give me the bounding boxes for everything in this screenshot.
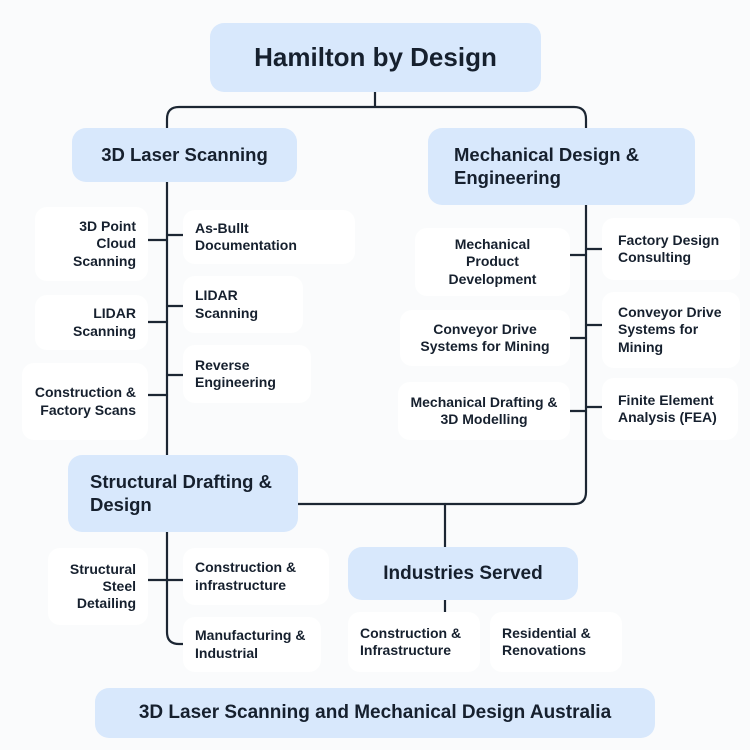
node-construction-infrastructure-industry: Construction & Infrastructure xyxy=(348,612,480,672)
node-finite-element-analysis: Finite Element Analysis (FEA) xyxy=(602,378,738,440)
node-3d-point-cloud-scanning: 3D Point Cloud Scanning xyxy=(35,207,148,281)
node-lidar-scanning-left: LIDAR Scanning xyxy=(35,295,148,350)
connector-structural-trunk xyxy=(165,530,186,646)
footer-banner: 3D Laser Scanning and Mechanical Design … xyxy=(95,688,655,738)
branch-mechanical-design-engineering: Mechanical Design & Engineering xyxy=(428,128,695,205)
connector-mechanical-trunk xyxy=(296,203,588,506)
root-node-title: Hamilton by Design xyxy=(210,23,541,92)
node-conveyor-drive-systems-right: Conveyor Drive Systems for Mining xyxy=(602,292,740,368)
node-as-built-documentation: As-Bullt Documentation xyxy=(183,210,355,264)
node-factory-design-consulting: Factory Design Consulting xyxy=(602,218,740,280)
connector-top-rail xyxy=(165,105,588,132)
branch-structural-drafting-design: Structural Drafting & Design xyxy=(68,455,298,532)
node-residential-renovations: Residential & Renovations xyxy=(490,612,622,672)
node-mechanical-product-development: Mechanical Product Development xyxy=(415,228,570,296)
branch-3d-laser-scanning: 3D Laser Scanning xyxy=(72,128,297,182)
node-lidar-scanning-right: LIDAR Scanning xyxy=(183,276,303,333)
node-construction-infrastructure-structural: Construction & infrastructure xyxy=(183,548,329,605)
node-structural-steel-detailing: Structural Steel Detailing xyxy=(48,548,148,625)
branch-industries-served: Industries Served xyxy=(348,547,578,600)
node-reverse-engineering: Reverse Engineering xyxy=(183,345,311,403)
node-construction-factory-scans: Construction & Factory Scans xyxy=(22,363,148,440)
node-conveyor-drive-systems-left: Conveyor Drive Systems for Mining xyxy=(400,310,570,366)
node-manufacturing-industrial: Manufacturing & Industrial xyxy=(183,617,321,672)
node-mechanical-drafting-3d-modelling: Mechanical Drafting & 3D Modelling xyxy=(398,382,570,440)
